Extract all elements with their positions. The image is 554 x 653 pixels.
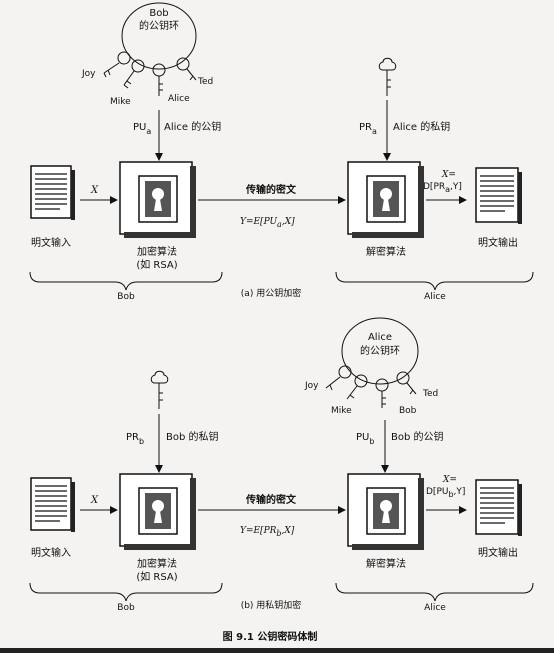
alice-brace-b: [335, 582, 534, 602]
key-icon: [346, 374, 368, 400]
x-out-b: X=: [442, 475, 457, 485]
left-owner-b: Bob: [117, 603, 135, 613]
cipher-formula-b: Y=E[PRb,X]: [240, 526, 295, 538]
encrypt-label-a: 加密算法: [137, 245, 177, 258]
x-input-b: X: [90, 495, 99, 506]
encrypt-sub-b: (如 RSA): [136, 570, 177, 583]
encrypt-box-a: [119, 161, 196, 238]
caption-b: (b) 用私钥加密: [241, 599, 302, 611]
keyring-b-title-line1: Alice: [368, 332, 392, 343]
encrypt-label-b: 加密算法: [137, 557, 177, 570]
key-icon: [123, 59, 145, 89]
key-icon: [325, 365, 352, 391]
key-name-ted-b: Ted: [422, 389, 438, 399]
plaintext-input-label-b: 明文输入: [31, 546, 71, 559]
key-name-joy-b: Joy: [304, 381, 319, 391]
right-owner-b: Alice: [424, 603, 446, 613]
pu-label-b: PUb: [356, 432, 374, 446]
decrypt-box-b: [347, 473, 424, 550]
key-name-mike-a: Mike: [110, 97, 131, 107]
pr-label-b: PRb: [126, 432, 144, 446]
key-name-ted-a: Ted: [197, 77, 213, 87]
plaintext-output-document: [475, 167, 522, 224]
cipher-label-a: 传输的密文: [245, 183, 297, 196]
plaintext-input-document: [30, 477, 75, 532]
keyring-a-title-line2: 的公钥环: [139, 19, 179, 32]
plaintext-input-document: [30, 165, 75, 220]
pr-label-a: PRa: [359, 122, 377, 136]
left-owner-a: Bob: [117, 292, 135, 302]
x-input-a: X: [90, 185, 99, 196]
alice-brace-a: [335, 271, 534, 291]
x-out-formula-b: D[PUb,Y]: [426, 487, 465, 499]
key-icon: [103, 51, 131, 78]
bottom-edge: [0, 648, 554, 653]
keyring-b-title-line2: 的公钥环: [360, 344, 400, 357]
key-icon: [378, 57, 397, 96]
cipher-label-b: 传输的密文: [245, 493, 297, 506]
keyring-b: Alice 的公钥环 Joy Mike Bob Ted: [304, 317, 438, 416]
bob-brace-b: [29, 582, 223, 602]
bob-brace-a: [29, 271, 223, 291]
decrypt-box-a: [347, 161, 424, 238]
encrypt-box-b: [119, 473, 196, 550]
figure-caption: 图 9.1 公钥密码体制: [223, 630, 318, 643]
key-name-alice-a: Alice: [168, 94, 190, 104]
plaintext-output-label-a: 明文输出: [478, 236, 518, 249]
pr-desc-b: Bob 的私钥: [166, 430, 219, 443]
plaintext-output-label-b: 明文输出: [478, 546, 518, 559]
decrypt-label-b: 解密算法: [366, 557, 406, 570]
caption-a: (a) 用公钥加密: [241, 287, 301, 299]
x-out-a: X=: [441, 170, 456, 180]
encrypt-sub-a: (如 RSA): [136, 258, 177, 271]
pr-desc-a: Alice 的私钥: [393, 120, 450, 133]
key-name-mike-b: Mike: [331, 406, 352, 416]
cipher-formula-a: Y=E[PUa,X]: [240, 217, 295, 229]
keyring-a-title-line1: Bob: [149, 8, 168, 19]
pu-desc-a: Alice 的公钥: [164, 120, 221, 133]
key-name-joy-a: Joy: [81, 69, 96, 79]
key-icon: [176, 57, 197, 81]
panel-a: Bob 的公钥环 Joy Mike Alice Ted: [29, 2, 534, 302]
pu-desc-b: Bob 的公钥: [391, 430, 444, 443]
key-icon: [150, 370, 169, 409]
decrypt-label-a: 解密算法: [366, 245, 406, 258]
pu-label-a: PUa: [133, 122, 151, 136]
key-name-bob-b: Bob: [399, 406, 417, 416]
keyring-a: Bob 的公钥环 Joy Mike Alice Ted: [81, 2, 213, 107]
plaintext-input-label-a: 明文输入: [31, 236, 71, 249]
x-out-formula-a: D[PRa,Y]: [423, 182, 462, 194]
key-icon: [375, 378, 389, 408]
plaintext-output-document: [475, 479, 522, 536]
key-icon: [396, 371, 417, 395]
panel-b: PRb Bob 的私钥 Alice 的公钥环 Joy: [29, 317, 534, 613]
key-icon: [152, 63, 166, 96]
right-owner-a: Alice: [424, 292, 446, 302]
